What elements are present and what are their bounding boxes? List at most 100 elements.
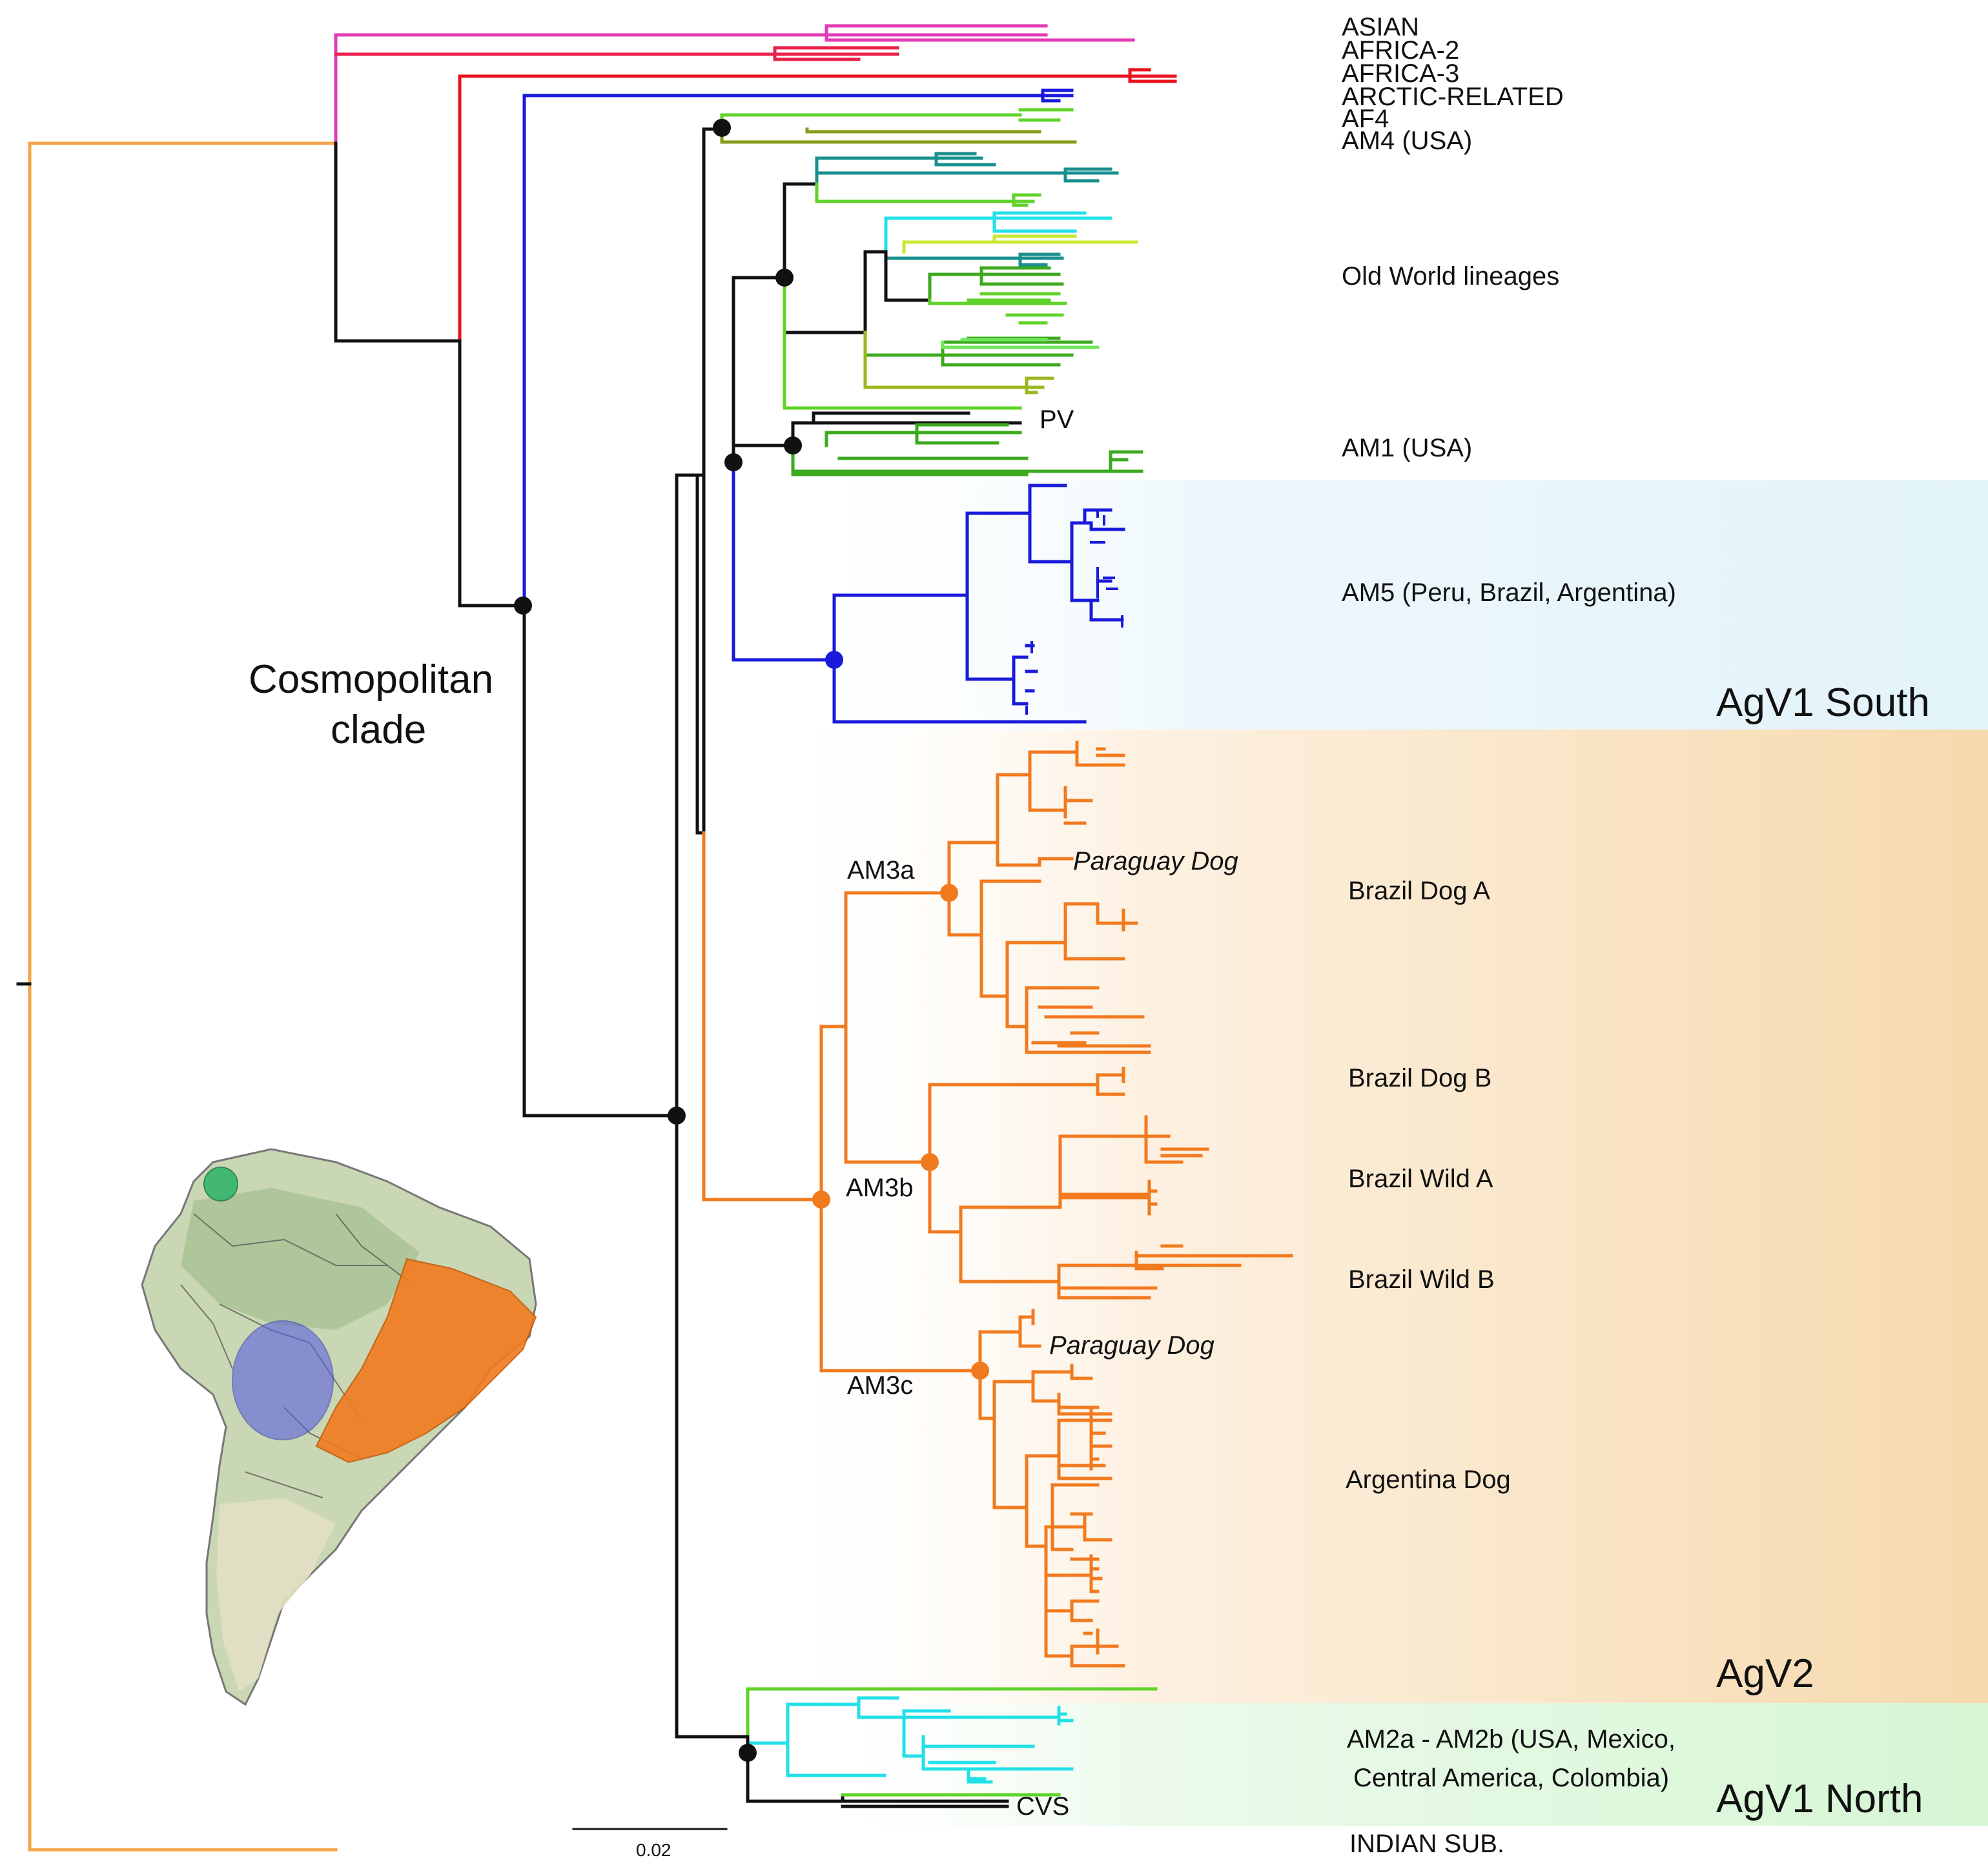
africa3-branch (458, 68, 1177, 343)
ow-teal-2 (815, 167, 1119, 186)
am3a-cluster1 (1028, 741, 1125, 867)
am4-branch (720, 127, 1077, 144)
label-agv1-south: AgV1 South (1716, 680, 1930, 725)
ow-mid-stem (783, 250, 888, 334)
am3c-sub1 (1031, 1364, 1112, 1416)
am3c-top (978, 1309, 1041, 1373)
label-am2-line1: AM2a - AM2b (USA, Mexico, (1347, 1725, 1676, 1753)
am3c-sub6 (1089, 1554, 1100, 1639)
node-am5 (825, 651, 843, 669)
upper-backbone (675, 127, 724, 1118)
south-america-map (141, 1148, 537, 1706)
cosmo-stem (334, 141, 526, 608)
label-old-world: Old World lineages (1342, 262, 1560, 291)
agv2-root (819, 891, 982, 1373)
label-africa-3: AFRICA-3 (1342, 59, 1460, 88)
agv1-north-stem (675, 1114, 750, 1739)
label-am3c: AM3c (847, 1371, 914, 1400)
am5-a (1028, 484, 1074, 564)
node-agv2 (812, 1191, 830, 1209)
label-am1: AM1 (USA) (1342, 434, 1473, 462)
label-brazil-wild-a: Brazil Wild A (1348, 1165, 1493, 1193)
am3a-top (947, 773, 1041, 895)
africa2-branch (334, 46, 899, 61)
am5-stem (732, 464, 836, 662)
am5-c (1012, 644, 1038, 706)
am5-root (832, 593, 1087, 724)
ow-green-1 (928, 266, 1064, 302)
label-cvs: CVS (1016, 1792, 1070, 1821)
am3a-bottom (1025, 986, 1151, 1054)
label-cosmopolitan: Cosmopolitan (249, 657, 494, 702)
map-orange-region (315, 1258, 537, 1464)
am3b-dogb (1096, 1067, 1125, 1096)
label-argentina-dog: Argentina Dog (1346, 1466, 1511, 1494)
node-am3a (940, 884, 958, 902)
label-am4: AM4 (USA) (1342, 127, 1473, 155)
label-brazil-dog-b: Brazil Dog B (1348, 1064, 1492, 1092)
ow-cyan (884, 211, 1112, 254)
node-pv-am1 (784, 436, 802, 455)
label-brazil-dog-a: Brazil Dog A (1348, 877, 1491, 905)
af4-am4-branch (720, 108, 1074, 131)
label-brazil-wild-b: Brazil Wild B (1348, 1265, 1495, 1294)
label-am5: AM5 (Peru, Brazil, Argentina) (1342, 578, 1676, 607)
asian-branch (825, 24, 1135, 42)
label-pv: PV (1040, 405, 1074, 434)
map-south-tip (216, 1498, 336, 1691)
am3b-branch (928, 1083, 1100, 1234)
ow-teal-1 (815, 152, 996, 186)
am2-lime (746, 1687, 1158, 1739)
am1-lower (791, 444, 1029, 476)
ow-green-2 (928, 292, 1067, 325)
am3a-lower (947, 879, 1041, 998)
node-cosmopolitan (514, 597, 532, 615)
label-paraguay-dog-1: Paraguay Dog (1073, 847, 1238, 875)
label-agv1-north: AgV1 North (1716, 1777, 1923, 1821)
am3b-wild-a2 (1058, 1180, 1158, 1216)
am3c-sub4 (1044, 1573, 1125, 1668)
node-old-world (775, 269, 794, 287)
am1-branch (791, 423, 1143, 473)
arctic-branch (522, 88, 1074, 608)
label-agv2: AgV2 (1716, 1651, 1814, 1696)
label-am2-line2: Central America, Colombia) (1353, 1764, 1670, 1792)
agv2-band (762, 730, 1988, 1703)
am5-upper (965, 511, 1032, 681)
am3a-sub (1005, 902, 1138, 1028)
node-agv1-north (739, 1744, 757, 1762)
label-asian: ASIAN (1342, 13, 1420, 41)
label-am3a: AM3a (847, 856, 915, 884)
am2-cyan (746, 1696, 1074, 1784)
label-arctic-related: ARCTIC-RELATED (1342, 83, 1564, 111)
node-am3b (921, 1153, 939, 1171)
label-cosmopolitan-clade: clade (331, 708, 427, 752)
map-green-region (203, 1167, 238, 1201)
ow-lime-1 (815, 182, 1041, 207)
asian-africa2-branch (334, 33, 1048, 145)
label-am3b: AM3b (846, 1174, 914, 1202)
scale-bar-label: 0.02 (636, 1840, 671, 1860)
node-af4 (713, 119, 731, 137)
label-af4: AF4 (1342, 105, 1389, 133)
am5-tips (1025, 509, 1123, 715)
am3c-sub2 (1025, 1409, 1112, 1509)
agv2-stem (702, 831, 823, 1201)
label-indian-sub: INDIAN SUB. (1349, 1830, 1505, 1858)
node-am3c (971, 1362, 989, 1380)
map-blue-region (232, 1320, 334, 1440)
ow-yellow (902, 234, 1138, 254)
map-highlands (181, 1188, 420, 1330)
node-upper (724, 453, 743, 471)
label-paraguay-dog-2: Paraguay Dog (1049, 1331, 1214, 1360)
am3b-wild-b2 (1057, 1286, 1151, 1300)
am5-b (1070, 508, 1125, 622)
ow-olive (863, 331, 1054, 394)
ow-lime-2 (783, 276, 1022, 410)
am3c-sub5 (1050, 1483, 1100, 1561)
ow-teal-3 (884, 250, 1064, 267)
ow-inner-stem (884, 250, 932, 302)
am3c-main (978, 1369, 1035, 1509)
